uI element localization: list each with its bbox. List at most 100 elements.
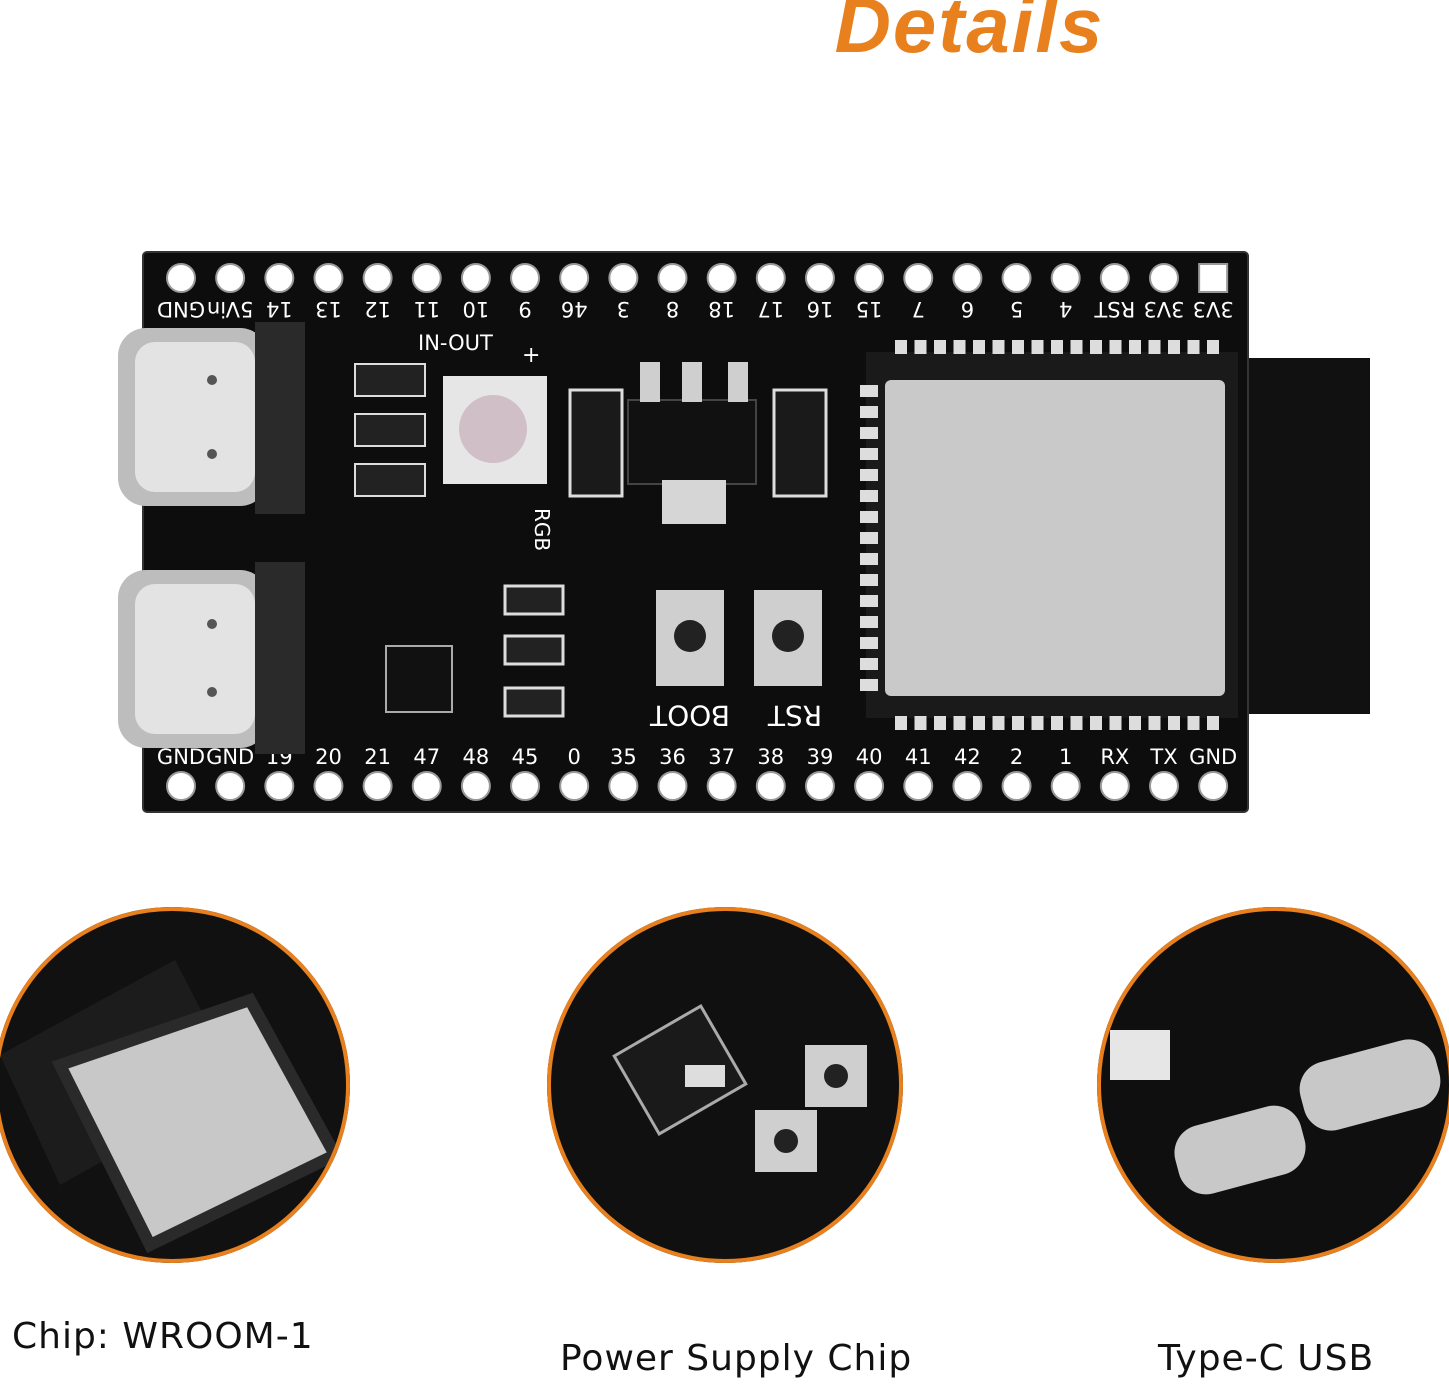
pin-hole xyxy=(657,263,688,293)
pin-label: 10 xyxy=(463,297,490,321)
module-pad xyxy=(895,716,907,730)
capacitor xyxy=(354,413,426,447)
module-pad xyxy=(1148,716,1161,730)
caption-chip: Chip: WROOM-1 xyxy=(12,1316,314,1357)
pin-label: 37 xyxy=(708,745,735,769)
pin-hole xyxy=(1149,263,1179,293)
pin-hole xyxy=(608,263,639,293)
rst-button xyxy=(754,590,822,686)
module-pad xyxy=(1031,340,1044,354)
pin-hole xyxy=(313,263,344,293)
pin-hole xyxy=(215,771,246,801)
pin-label: 13 xyxy=(315,297,342,321)
capacitor xyxy=(354,363,426,397)
module-pad xyxy=(992,340,1005,354)
pin-hole xyxy=(1149,771,1179,801)
pin-hole xyxy=(362,263,393,293)
module-pad xyxy=(1090,340,1102,354)
pin-hole xyxy=(362,771,393,801)
module-pad xyxy=(1109,716,1122,730)
module-pad xyxy=(860,532,878,544)
module-pad xyxy=(934,340,946,354)
pin-label: GND xyxy=(157,745,205,769)
pin-label: 7 xyxy=(912,297,925,321)
pin-label: 38 xyxy=(757,745,784,769)
pin-hole xyxy=(264,263,295,293)
capacitor xyxy=(354,463,426,497)
usb-c-port-bottom xyxy=(118,562,305,754)
pin-hole xyxy=(460,771,491,801)
module-pad xyxy=(1129,716,1141,730)
pin-label: 3V3 xyxy=(1143,297,1184,321)
module-pad xyxy=(953,716,966,730)
pin-hole xyxy=(559,263,590,293)
module-pad xyxy=(860,595,878,607)
pin-hole xyxy=(1050,771,1081,801)
module-pad xyxy=(1129,340,1141,354)
pin-label: 39 xyxy=(807,745,834,769)
usb-c-port-top xyxy=(118,322,305,514)
module-pad xyxy=(973,716,985,730)
module-pad xyxy=(895,340,907,354)
pin-hole xyxy=(608,771,639,801)
pin-label: 21 xyxy=(364,745,391,769)
module-pad xyxy=(1168,716,1180,730)
pin-hole xyxy=(264,771,295,801)
pin-label: 8 xyxy=(666,297,679,321)
detail-type-c-usb xyxy=(1097,907,1449,1263)
module-pad xyxy=(1187,340,1200,354)
bottom-pin-holes xyxy=(166,771,1229,801)
pin-hole xyxy=(804,771,835,801)
module-pad xyxy=(1070,340,1083,354)
pin-label: 20 xyxy=(315,745,342,769)
pin-label: 42 xyxy=(954,745,981,769)
pin-hole xyxy=(411,263,442,293)
pin-hole xyxy=(411,771,442,801)
module-pad xyxy=(1051,340,1063,354)
pin-label: 14 xyxy=(266,297,293,321)
page-title: Details xyxy=(834,0,1105,69)
antenna-area xyxy=(1235,358,1370,714)
pin-hole xyxy=(952,771,983,801)
pin-hole xyxy=(854,263,885,293)
pin-label: 12 xyxy=(364,297,391,321)
pin-hole xyxy=(510,263,541,293)
status-led xyxy=(503,634,565,666)
serial-chip xyxy=(385,645,453,713)
module-pad xyxy=(1070,716,1083,730)
pin-label: RST xyxy=(1094,297,1135,321)
pin-hole xyxy=(952,263,983,293)
pin-label: 36 xyxy=(659,745,686,769)
pin-hole xyxy=(854,771,885,801)
module-pad xyxy=(1148,340,1161,354)
pin-hole xyxy=(313,771,344,801)
pin-hole xyxy=(1099,263,1130,293)
module-pad xyxy=(1187,716,1200,730)
module-pad xyxy=(860,511,878,523)
pin-label: 1 xyxy=(1059,745,1072,769)
pin-hole xyxy=(215,263,246,293)
module-pad xyxy=(1012,340,1024,354)
pin-label: 17 xyxy=(757,297,784,321)
pin-label: 40 xyxy=(856,745,883,769)
detail-chip-wroom xyxy=(0,907,350,1263)
module-pad xyxy=(860,469,878,481)
pin-label: 4 xyxy=(1059,297,1072,321)
detail-power-supply-chip xyxy=(547,907,903,1263)
pin-label: 41 xyxy=(905,745,932,769)
pin-label: 46 xyxy=(561,297,588,321)
rgb-led xyxy=(443,376,547,484)
module-pad xyxy=(860,658,878,670)
module-pad xyxy=(1109,340,1122,354)
pin-label: 0 xyxy=(568,745,581,769)
pin-hole xyxy=(1099,771,1130,801)
pin-label: GND xyxy=(206,745,254,769)
module-pad xyxy=(860,679,878,691)
pin-label: 11 xyxy=(413,297,440,321)
module-pad xyxy=(860,574,878,586)
silk-rgb: RGB xyxy=(530,508,554,551)
pin-hole xyxy=(706,263,737,293)
